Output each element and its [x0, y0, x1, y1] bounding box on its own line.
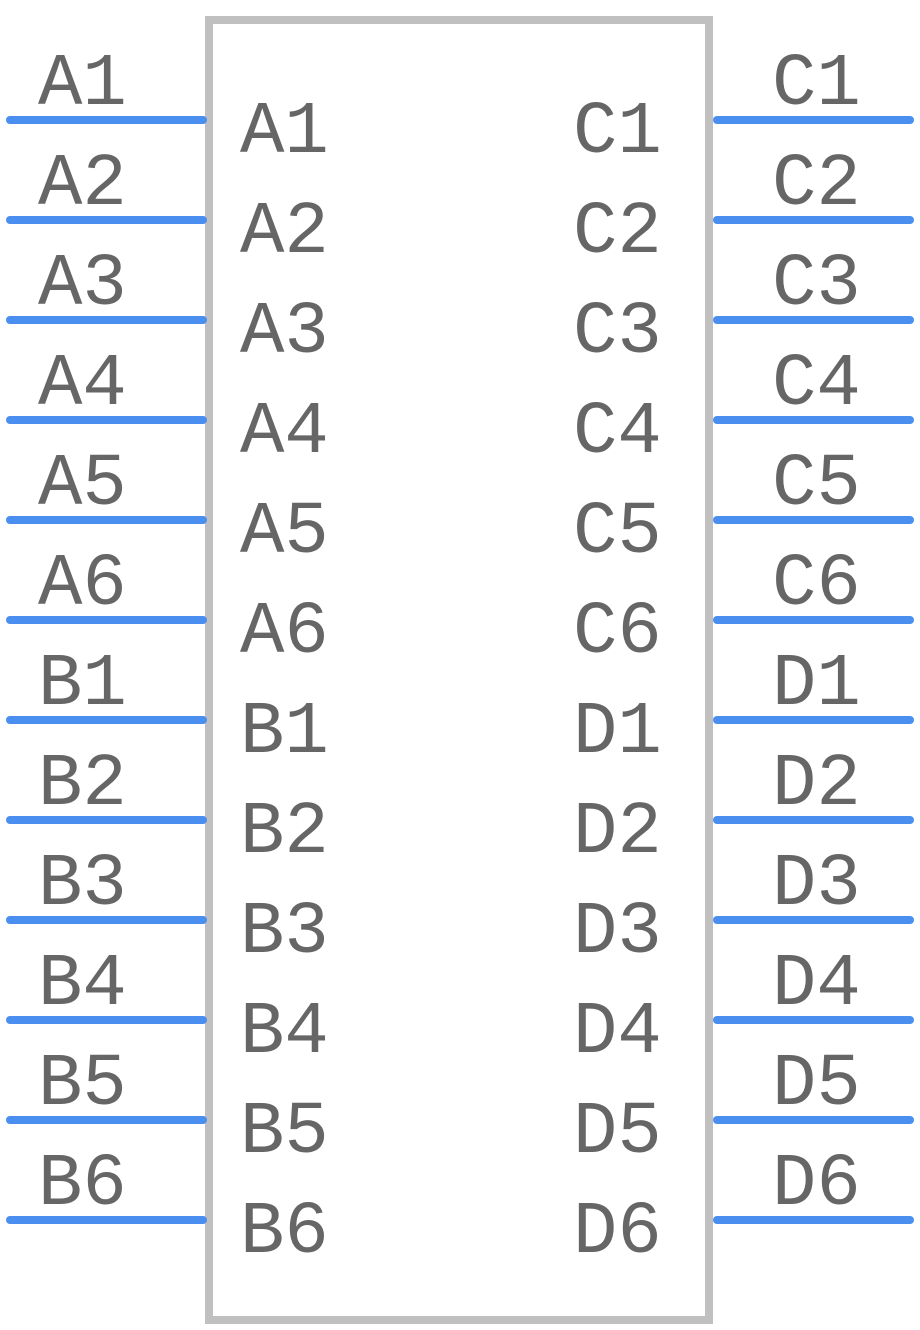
- pin-number-d2: D2: [772, 743, 861, 827]
- pin-name-a4: A4: [240, 391, 329, 475]
- pin-number-d3: D3: [772, 843, 861, 927]
- pin-number-a3: A3: [38, 243, 127, 327]
- pin-name-a5: A5: [240, 491, 329, 575]
- pin-number-c4: C4: [772, 343, 861, 427]
- pin-name-c4: C4: [573, 391, 662, 475]
- pin-name-b1: B1: [240, 691, 329, 775]
- pin-name-a3: A3: [240, 291, 329, 375]
- pin-number-b5: B5: [38, 1043, 127, 1127]
- pin-number-c5: C5: [772, 443, 861, 527]
- pin-number-b1: B1: [38, 643, 127, 727]
- pin-name-d1: D1: [573, 691, 662, 775]
- pin-number-c6: C6: [772, 543, 861, 627]
- component-body: [205, 16, 713, 1324]
- pin-name-b3: B3: [240, 891, 329, 975]
- pin-number-a5: A5: [38, 443, 127, 527]
- pin-number-c1: C1: [772, 43, 861, 127]
- pin-number-a2: A2: [38, 143, 127, 227]
- pin-number-d6: D6: [772, 1143, 861, 1227]
- pin-name-b5: B5: [240, 1091, 329, 1175]
- pin-number-a4: A4: [38, 343, 127, 427]
- pin-number-c3: C3: [772, 243, 861, 327]
- pin-name-c1: C1: [573, 91, 662, 175]
- pin-number-a6: A6: [38, 543, 127, 627]
- pin-number-b3: B3: [38, 843, 127, 927]
- pin-name-c6: C6: [573, 591, 662, 675]
- pin-name-b4: B4: [240, 991, 329, 1075]
- pin-name-b2: B2: [240, 791, 329, 875]
- pin-number-d4: D4: [772, 943, 861, 1027]
- pin-name-d4: D4: [573, 991, 662, 1075]
- pin-name-c3: C3: [573, 291, 662, 375]
- pin-number-d5: D5: [772, 1043, 861, 1127]
- pin-number-c2: C2: [772, 143, 861, 227]
- pin-name-b6: B6: [240, 1191, 329, 1275]
- pin-name-c2: C2: [573, 191, 662, 275]
- pin-name-d5: D5: [573, 1091, 662, 1175]
- pin-name-d2: D2: [573, 791, 662, 875]
- pin-number-b2: B2: [38, 743, 127, 827]
- pin-number-b4: B4: [38, 943, 127, 1027]
- pin-name-d6: D6: [573, 1191, 662, 1275]
- pin-name-a6: A6: [240, 591, 329, 675]
- left-pin-group: A1A1A2A2A3A3A4A4A5A5A6A6B1B1B2B2B3B3B4B4…: [6, 43, 329, 1275]
- pin-name-a1: A1: [240, 91, 329, 175]
- right-pin-group: C1C1C2C2C3C3C4C4C5C5C6C6D1D1D2D2D3D3D4D4…: [573, 43, 914, 1275]
- pin-name-a2: A2: [240, 191, 329, 275]
- pin-number-b6: B6: [38, 1143, 127, 1227]
- pin-number-d1: D1: [772, 643, 861, 727]
- pin-number-a1: A1: [38, 43, 127, 127]
- pin-name-d3: D3: [573, 891, 662, 975]
- pin-name-c5: C5: [573, 491, 662, 575]
